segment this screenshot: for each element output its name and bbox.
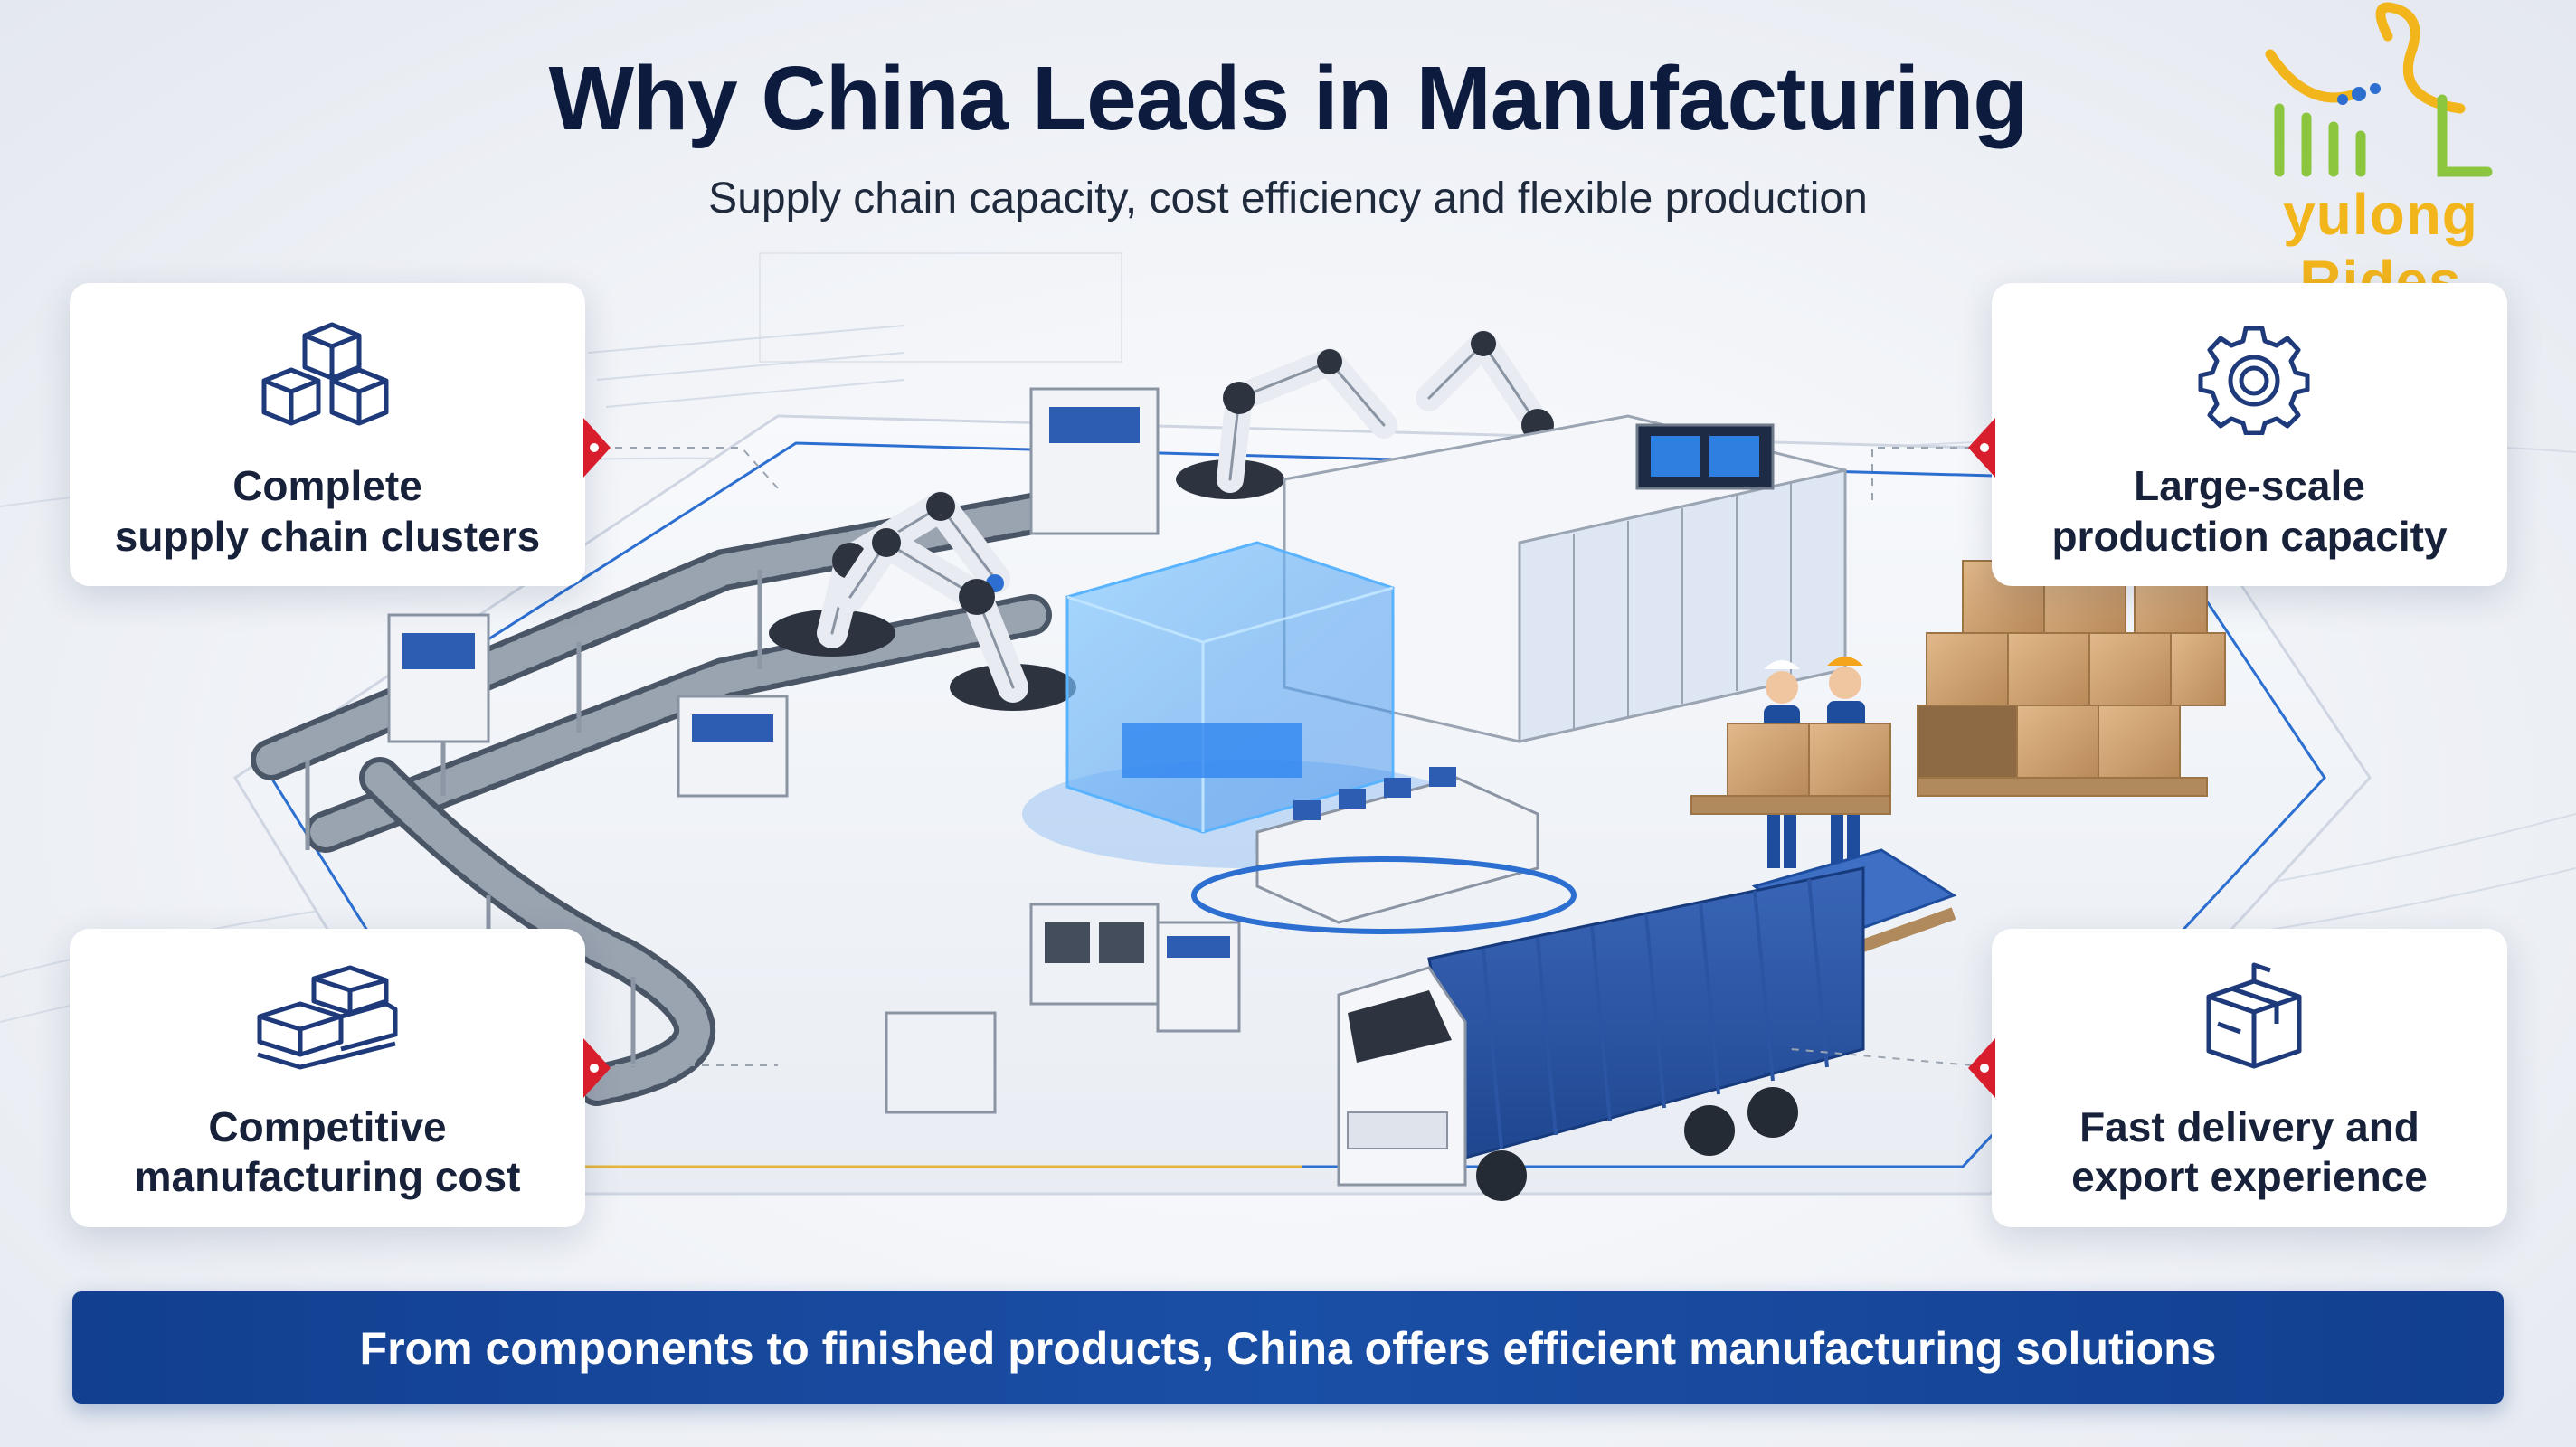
gear-icon	[2198, 326, 2310, 435]
card-label-line1: Fast delivery and	[2079, 1103, 2420, 1150]
factory-illustration	[232, 330, 2372, 1201]
page-title: Why China Leads in Manufacturing	[548, 48, 2029, 149]
card-delivery: Fast delivery and export experience	[1992, 929, 2507, 1227]
card-capacity: Large-scale production capacity	[1992, 283, 2507, 586]
card-label-line2: supply chain clusters	[114, 513, 541, 560]
red-marker-icon	[1968, 418, 1995, 478]
card-label-line2: export experience	[2071, 1153, 2428, 1200]
red-marker-icon	[583, 1038, 611, 1098]
card-label-line2: production capacity	[2051, 513, 2448, 560]
card-supply-chain: Complete supply chain clusters	[70, 283, 585, 586]
card-label-line1: Large-scale	[2134, 462, 2365, 509]
banner-text: From components to finished products, Ch…	[359, 1323, 2217, 1374]
bottom-banner: From components to finished products, Ch…	[72, 1291, 2504, 1404]
yulong-logo-icon	[2265, 2, 2493, 177]
card-label-line1: Complete	[232, 462, 422, 509]
red-marker-icon	[583, 418, 611, 478]
card-cost: Competitive manufacturing cost	[70, 929, 585, 1227]
page-subtitle: Supply chain capacity, cost efficiency a…	[708, 175, 1868, 222]
stacked-boxes-icon	[257, 965, 398, 1070]
package-icon	[2206, 962, 2302, 1069]
red-marker-icon	[1968, 1038, 1995, 1098]
card-label-line2: manufacturing cost	[134, 1153, 521, 1200]
cubes-icon	[261, 322, 389, 426]
card-label-line1: Competitive	[208, 1103, 447, 1150]
